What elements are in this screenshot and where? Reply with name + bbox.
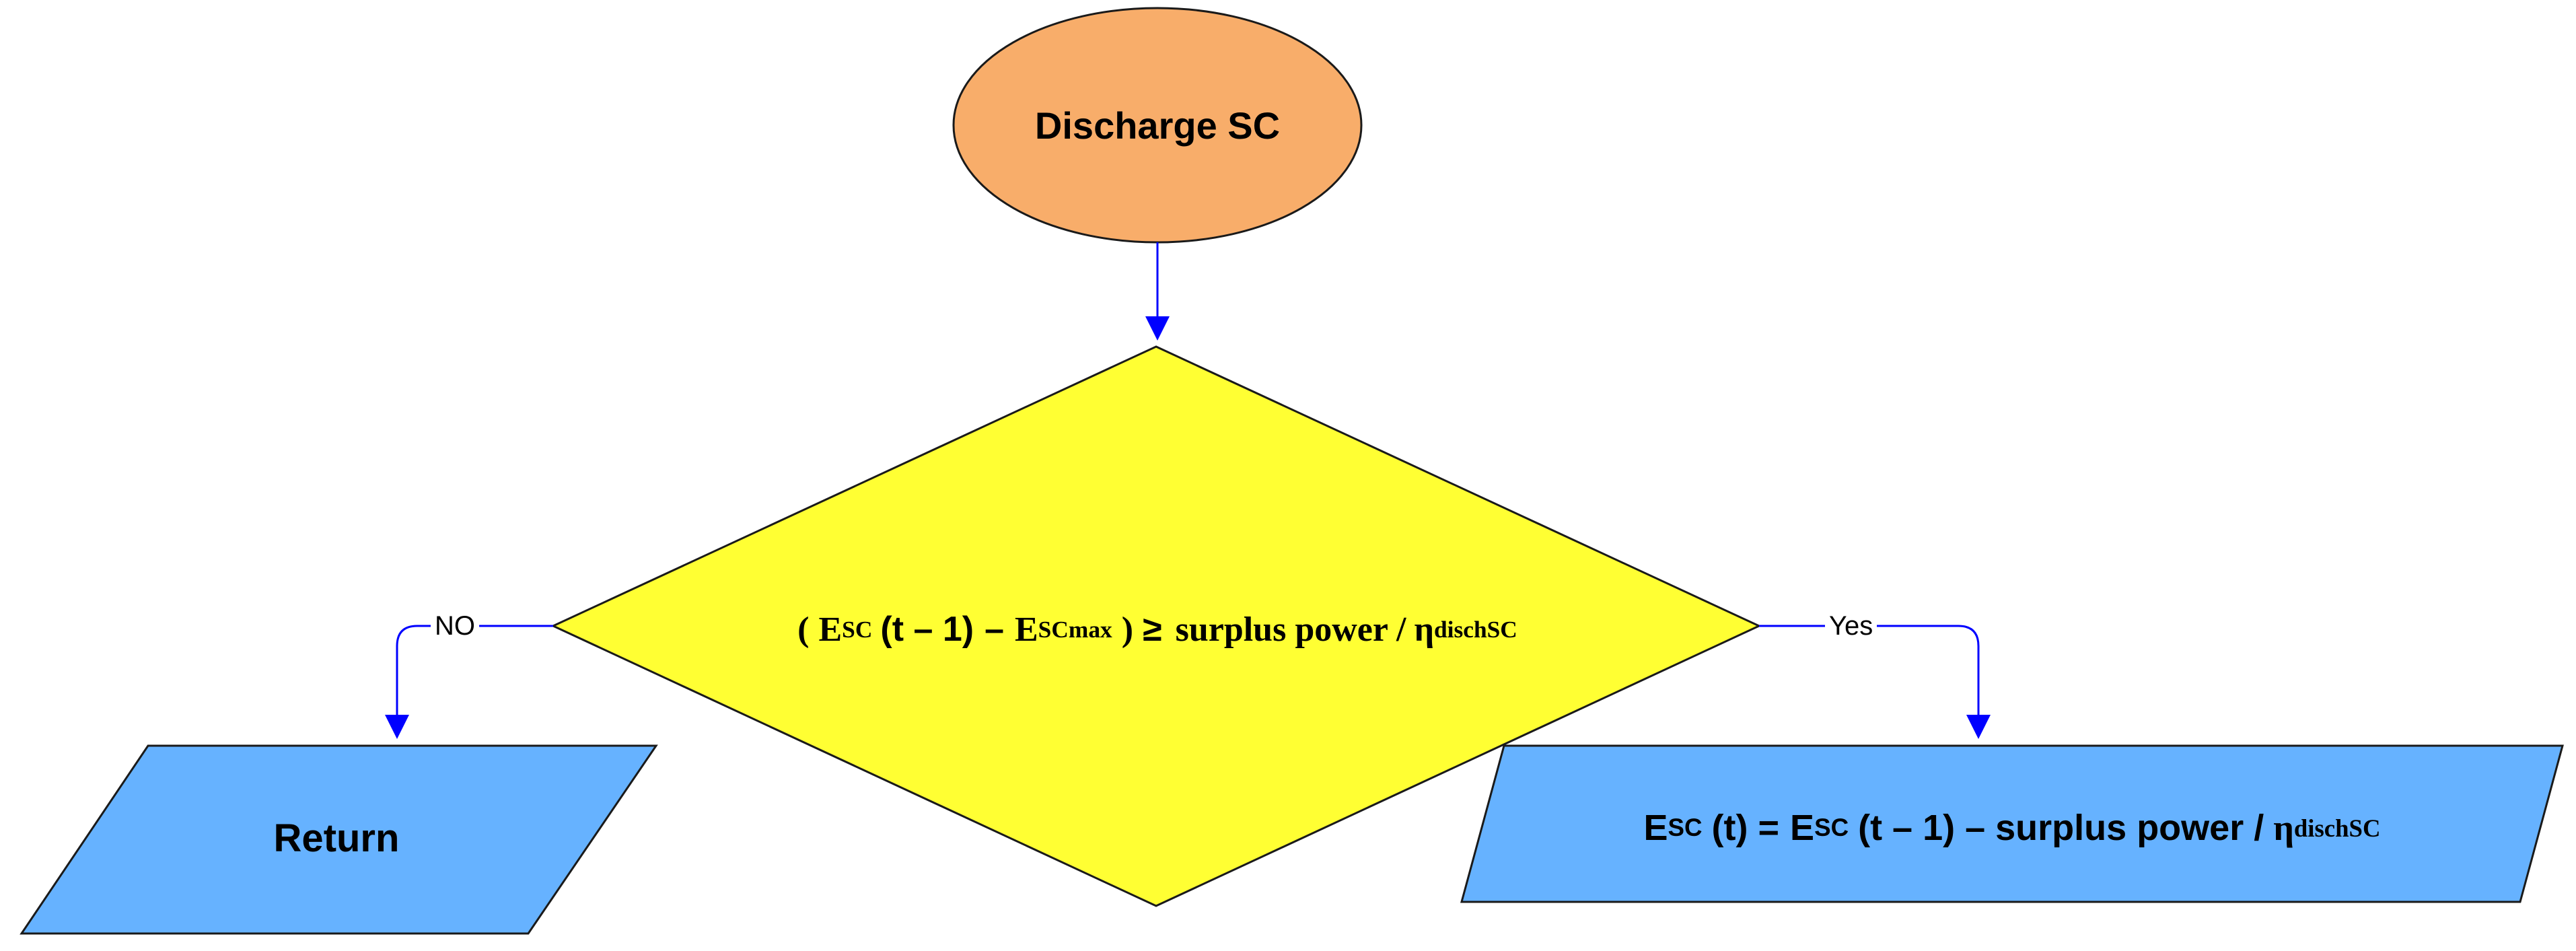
update-eta-sup: SC xyxy=(2349,814,2381,842)
decision-minus: – xyxy=(985,610,1004,649)
decision-rhs-text: surplus power / xyxy=(1175,610,1406,649)
decision-close-paren: ) xyxy=(1121,610,1134,649)
decision-emax-sup: max xyxy=(1068,616,1112,643)
edge-label-no: NO xyxy=(431,610,479,642)
decision-geq: ≥ xyxy=(1143,610,1162,649)
start-label: Discharge SC xyxy=(956,85,1359,166)
return-label: Return xyxy=(168,801,505,875)
decision-emax-sub: SC xyxy=(1038,616,1069,643)
update-e1-sub: SC xyxy=(1668,814,1703,841)
decision-condition: ( E SC (t – 1) – E SC max ) ≥ surplus po… xyxy=(606,592,1709,666)
decision-eta: η xyxy=(1414,610,1435,649)
update-e2-sub: SC xyxy=(1814,814,1849,841)
update-eta-sub: disch xyxy=(2293,814,2349,842)
edge-label-yes-text: Yes xyxy=(1829,610,1873,641)
update-formula: E SC (t) = E SC (t – 1) – surplus power … xyxy=(1467,787,2557,868)
decision-eta-sup: SC xyxy=(1487,616,1517,643)
decision-emax: E xyxy=(1014,610,1038,649)
update-eta: η xyxy=(2273,808,2294,848)
start-label-text: Discharge SC xyxy=(1034,104,1281,147)
connector-yes-branch xyxy=(1759,625,1991,739)
decision-t-minus-1: (t – 1) xyxy=(880,610,974,649)
decision-open-paren: ( xyxy=(797,610,810,649)
edge-label-no-text: NO xyxy=(435,610,475,641)
update-e2-arg: (t – 1) – surplus power / xyxy=(1858,808,2264,848)
update-parallelogram[interactable] xyxy=(1460,744,2564,903)
return-parallelogram[interactable] xyxy=(20,744,658,935)
decision-diamond[interactable] xyxy=(550,345,1762,907)
connector-no-branch xyxy=(385,625,553,739)
update-e1-arg: (t) = xyxy=(1711,808,1780,848)
edge-label-yes: Yes xyxy=(1825,610,1877,642)
decision-e-sub: SC xyxy=(842,616,873,643)
return-label-text: Return xyxy=(273,816,400,860)
update-e1: E xyxy=(1643,808,1668,848)
decision-eta-sub: disch xyxy=(1434,616,1487,643)
update-e2: E xyxy=(1790,808,1815,848)
decision-e: E xyxy=(818,610,843,649)
